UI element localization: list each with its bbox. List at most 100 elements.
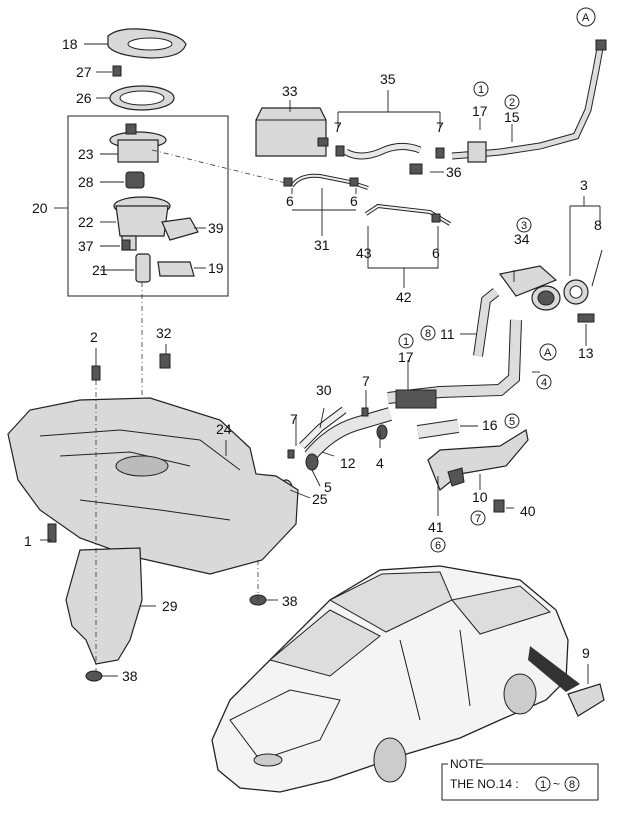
callout-20: 20	[32, 200, 48, 216]
callout-17a: 17	[472, 103, 488, 119]
callout-35: 35	[380, 71, 396, 87]
callout-7b: 7	[436, 119, 444, 135]
callout-32: 32	[156, 325, 172, 341]
callout-38b: 38	[122, 668, 138, 684]
callout-3: 3	[580, 177, 588, 193]
marker-1-top: 1	[478, 84, 484, 96]
callout-36: 36	[446, 164, 462, 180]
filler-hose-part	[416, 419, 460, 439]
note-title: NOTE	[450, 757, 483, 771]
callout-labels: 18 27 26 23 28 20 22 39 37 21 19 33 35 7…	[24, 36, 602, 684]
callout-12: 12	[340, 455, 356, 471]
bracket-part	[159, 353, 171, 369]
filler-shield-part	[427, 429, 529, 491]
pump-flange-part	[109, 123, 167, 163]
circled-markers: A A 1 2 3 1 8 4 5 7 6	[398, 7, 596, 553]
marker-6: 6	[435, 540, 441, 552]
note-sep: ~	[553, 777, 560, 791]
bolt-part	[47, 523, 57, 543]
marker-5: 5	[509, 416, 515, 428]
callout-22: 22	[78, 214, 94, 230]
callout-16: 16	[482, 417, 498, 433]
heat-shield-part	[65, 547, 143, 665]
marker-1-mid: 1	[403, 336, 409, 348]
nut-part	[85, 670, 103, 682]
callout-5: 5	[324, 479, 332, 495]
hose-clip-part	[409, 163, 423, 175]
callout-26: 26	[76, 90, 92, 106]
vapor-tube-part	[364, 203, 452, 226]
filler-pipe-part	[304, 407, 392, 461]
callout-25: 25	[312, 491, 328, 507]
vent-hose-part	[451, 39, 607, 163]
marker-A-top: A	[582, 12, 590, 24]
note-prefix: THE NO.14 :	[450, 777, 519, 791]
marker-7: 7	[475, 513, 481, 525]
callout-39: 39	[208, 220, 224, 236]
callout-21: 21	[92, 262, 108, 278]
callout-7d: 7	[290, 411, 298, 427]
callout-29: 29	[162, 598, 178, 614]
sender-unit-part	[161, 217, 199, 241]
vapor-pipe-part	[283, 173, 369, 190]
note-from: 1	[540, 779, 546, 791]
bolt-part	[493, 499, 505, 513]
pump-module-box	[67, 115, 229, 297]
note-to: 8	[569, 779, 575, 791]
screw-part	[577, 313, 595, 323]
pump-motor-part	[135, 253, 151, 283]
marker-4: 4	[541, 377, 547, 389]
callout-9: 9	[582, 645, 590, 661]
callout-40: 40	[520, 503, 536, 519]
callout-28: 28	[78, 174, 94, 190]
callout-7c: 7	[362, 373, 370, 389]
callout-4b: 4	[376, 455, 384, 471]
canister-hose-part	[335, 143, 445, 160]
marker-3: 3	[521, 220, 527, 232]
marker-A-filler: A	[544, 347, 552, 359]
leader-lines	[40, 43, 601, 684]
callout-17b: 17	[398, 349, 414, 365]
canister-part	[255, 107, 329, 157]
callout-6a: 6	[286, 193, 294, 209]
callout-8: 8	[594, 217, 602, 233]
callout-10: 10	[472, 489, 488, 505]
callout-38a: 38	[282, 593, 298, 609]
callout-27: 27	[76, 64, 92, 80]
cap-tether-part	[591, 249, 603, 287]
callout-6b: 6	[350, 193, 358, 209]
callout-41: 41	[428, 519, 444, 535]
note-box: NOTE THE NO.14 : 1 ~ 8	[441, 757, 599, 801]
callout-24: 24	[216, 421, 232, 437]
callout-6c: 6	[432, 245, 440, 261]
callout-15: 15	[504, 109, 520, 125]
callout-19: 19	[208, 260, 224, 276]
callout-42: 42	[396, 289, 412, 305]
callout-30: 30	[316, 382, 332, 398]
bolt-part	[112, 65, 122, 77]
car-illustration	[211, 565, 569, 793]
filler-neck-part	[387, 288, 522, 409]
clip-part	[121, 239, 131, 251]
marker-8: 8	[425, 328, 431, 340]
callout-33: 33	[282, 83, 298, 99]
bolt-part	[91, 365, 101, 381]
fuel-door-part	[528, 646, 605, 717]
callout-34: 34	[514, 231, 530, 247]
callout-23: 23	[78, 146, 94, 162]
callout-43: 43	[356, 245, 372, 261]
callout-2: 2	[90, 329, 98, 345]
gasket-part	[107, 28, 187, 59]
strainer-part	[157, 261, 195, 277]
fuel-cap-part	[563, 279, 589, 305]
fuel-tank-part	[7, 397, 299, 575]
callout-11: 11	[440, 326, 455, 342]
marker-2: 2	[509, 97, 515, 109]
callout-1: 1	[24, 533, 32, 549]
fuel-filter-part	[125, 171, 145, 189]
lock-ring-part	[109, 85, 175, 111]
callout-13: 13	[578, 345, 594, 361]
callout-31: 31	[314, 237, 330, 253]
callout-18: 18	[62, 36, 78, 52]
